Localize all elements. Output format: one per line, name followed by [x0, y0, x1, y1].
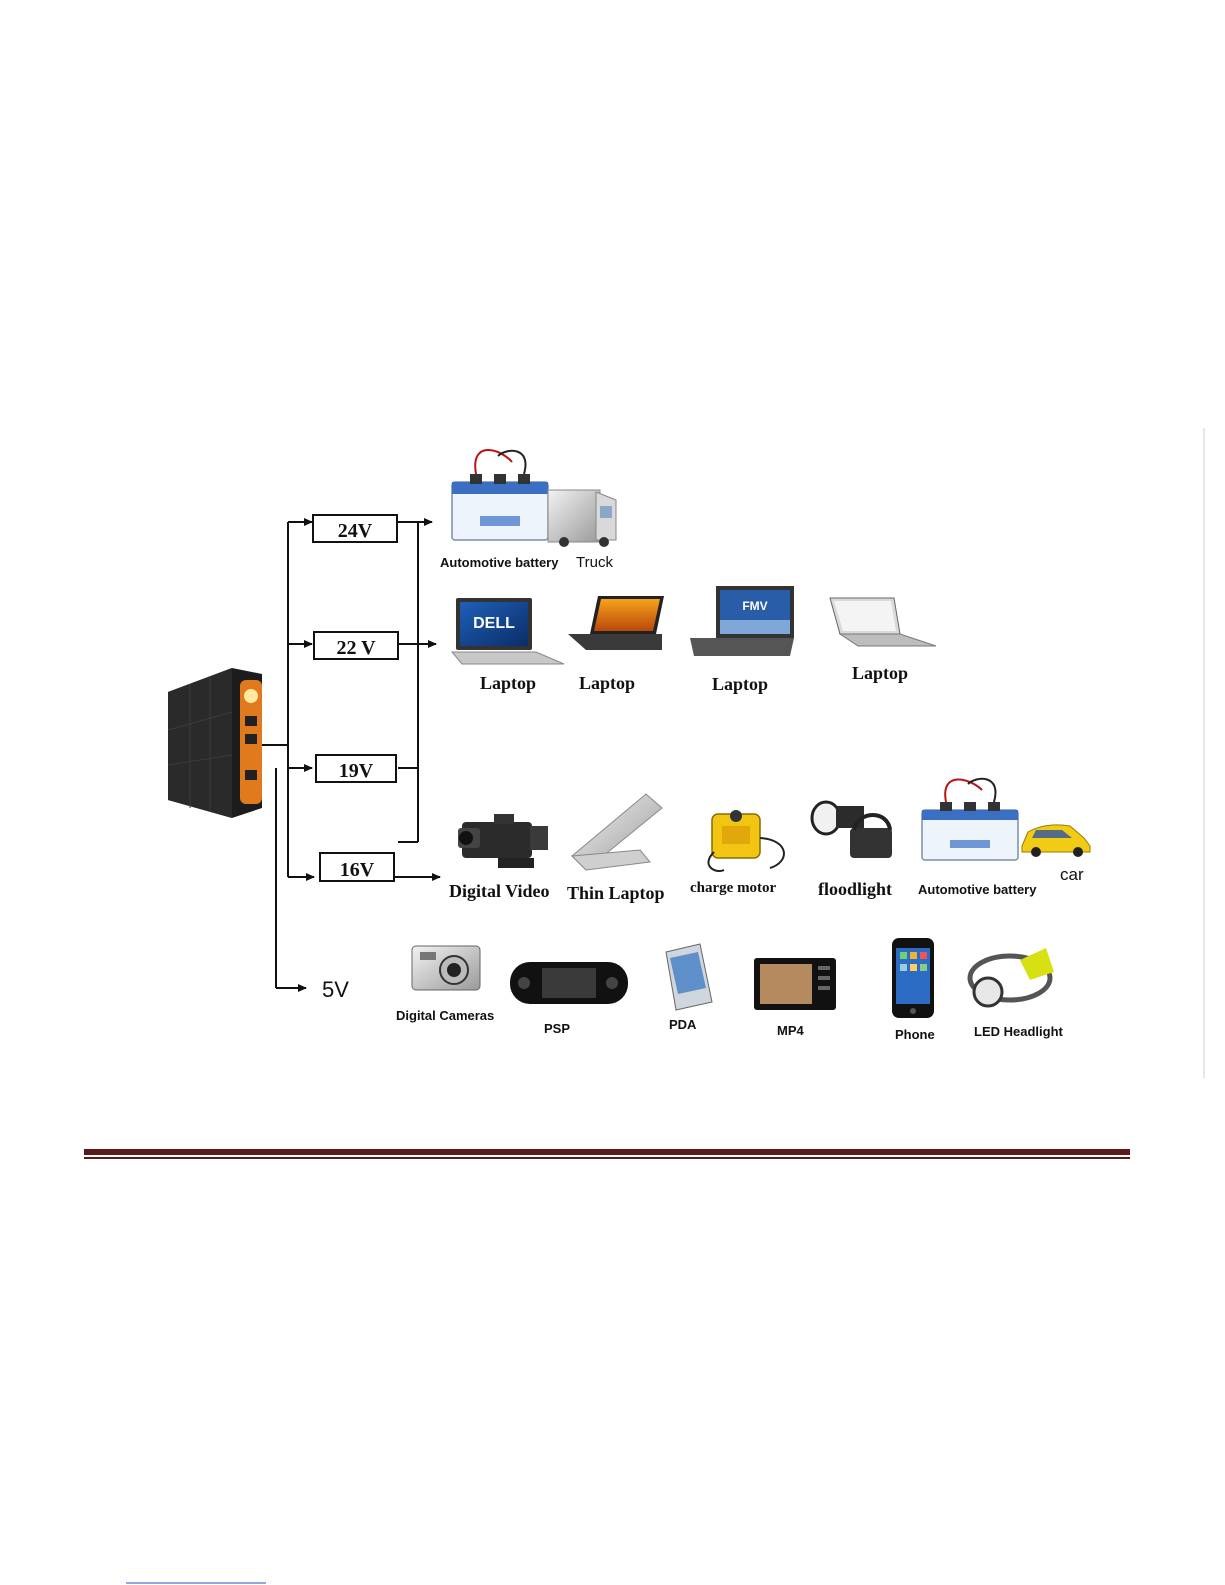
pda-label: PDA — [669, 1017, 697, 1032]
thin-laptop-label: Thin Laptop — [567, 883, 665, 903]
voltage-label-19v: 19V — [339, 760, 374, 782]
digital-camera-icon — [412, 946, 480, 990]
truck-label: Truck — [576, 554, 613, 571]
phone-label: Phone — [895, 1027, 935, 1042]
thin-laptop-icon — [572, 794, 662, 870]
voltage-box-19v: 19V — [316, 755, 396, 782]
car-battery-icon-2 — [922, 779, 1018, 860]
psp-label: PSP — [544, 1021, 570, 1036]
charge-motor-label: charge motor — [690, 880, 777, 896]
laptop-icon-2 — [568, 596, 664, 650]
floodlight-icon — [812, 802, 892, 858]
car-label: car — [1060, 865, 1084, 884]
car-icon — [1022, 825, 1090, 857]
psp-icon — [510, 962, 628, 1004]
mp4-label: MP4 — [777, 1023, 805, 1038]
voltage-label-5v: 5V — [322, 977, 349, 1002]
laptop-label-4: Laptop — [852, 663, 908, 683]
voltage-label-16v: 16V — [340, 859, 375, 881]
footer-rule — [84, 1149, 1130, 1159]
voltage-label-22v: 22 V — [336, 637, 376, 659]
laptop-icon-fmv: FMV — [690, 586, 794, 656]
voltage-box-24v: 24V — [313, 515, 397, 542]
laptop-icon-dell: DELL — [452, 598, 564, 664]
pda-icon — [666, 944, 712, 1010]
laptop-label-2: Laptop — [579, 673, 635, 693]
phone-icon — [892, 938, 934, 1018]
truck-icon — [548, 490, 616, 547]
digital-video-label: Digital Video — [449, 881, 550, 901]
laptop-label-1: Laptop — [480, 673, 536, 693]
voltage-box-22v: 22 V — [314, 632, 398, 659]
power-bank-image — [168, 668, 262, 818]
video-camera-icon — [458, 814, 548, 868]
laptop-icon-vaio — [830, 598, 936, 646]
voltage-label-24v: 24V — [338, 520, 373, 542]
svg-text:FMV: FMV — [742, 599, 767, 613]
dell-screen-text: DELL — [473, 615, 515, 632]
voltage-box-16v: 16V — [320, 853, 394, 881]
floodlight-label: floodlight — [818, 879, 892, 899]
charge-motor-icon — [708, 810, 783, 871]
car-battery-icon — [452, 450, 548, 540]
laptop-label-3: Laptop — [712, 674, 768, 694]
automotive-battery-label: Automotive battery — [440, 555, 559, 570]
digital-cameras-label: Digital Cameras — [396, 1008, 494, 1023]
led-headlight-icon — [970, 948, 1054, 1006]
mp4-player-icon — [754, 958, 836, 1010]
led-headlight-label: LED Headlight — [974, 1024, 1064, 1039]
automotive-battery-label-2: Automotive battery — [918, 882, 1037, 897]
